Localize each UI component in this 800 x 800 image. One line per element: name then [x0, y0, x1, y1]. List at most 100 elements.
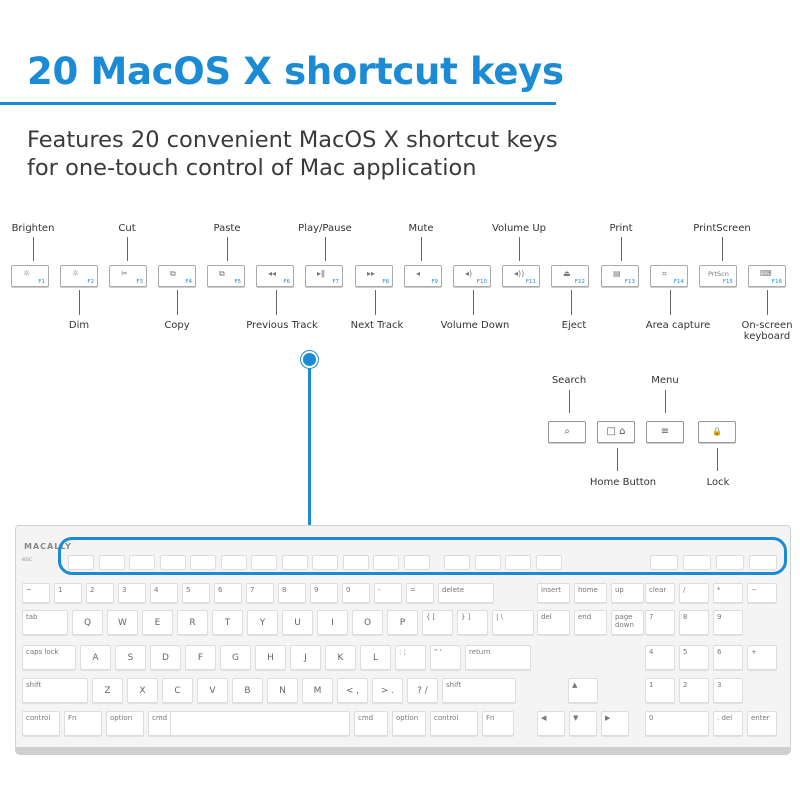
keyboard-key: S	[115, 645, 146, 670]
search-key: ⌕	[548, 421, 586, 443]
title-underline	[0, 102, 556, 105]
eject-icon: ⏏	[563, 269, 571, 278]
label-printscreen: PrintScreen	[693, 223, 751, 234]
keyboard-key: 1	[54, 583, 82, 603]
keyboard-key: W	[107, 610, 138, 635]
keyboard-key: =	[406, 583, 434, 603]
keyboard-key: 6	[713, 645, 743, 670]
brand-logo: MACALLY	[24, 542, 72, 551]
label-keyboard: keyboard	[743, 331, 791, 342]
leader-line	[79, 290, 80, 315]
key-number: F10	[476, 279, 487, 285]
f9-mute-key: ◂F9	[404, 265, 442, 287]
keyboard-key: Q	[72, 610, 103, 635]
keyboard-key: V	[197, 678, 228, 703]
keyboard-key: E	[142, 610, 173, 635]
keyboard-fkey	[474, 555, 501, 570]
keyboard-key: " '	[430, 645, 461, 670]
keyboard-key: +	[747, 645, 777, 670]
keyboard-key: F	[185, 645, 216, 670]
dim-icon: ☼	[72, 269, 80, 278]
keyboard-key: end	[574, 610, 607, 635]
keyboard-key: 3	[713, 678, 743, 703]
keyboard-key: H	[255, 645, 286, 670]
volume-up-icon: ◂))	[514, 269, 525, 278]
label-cut: Cut	[118, 223, 136, 234]
keyboard-key: U	[282, 610, 313, 635]
label-volume-down: Volume Down	[440, 320, 510, 331]
esc-key-label: esc	[22, 556, 33, 563]
leader-line	[177, 290, 178, 315]
keyboard-side-key	[650, 555, 678, 570]
keyboard-key: K	[325, 645, 356, 670]
keyboard-fkey	[342, 555, 369, 570]
f3-cut-key: ✂F3	[109, 265, 147, 287]
lock-icon: 🔒	[712, 427, 722, 436]
keyboard-key: J	[290, 645, 321, 670]
label-search: Search	[551, 375, 587, 386]
keyboard-key: ◀	[537, 711, 565, 736]
keyboard-key: G	[220, 645, 251, 670]
leader-line	[473, 290, 474, 315]
leader-line	[665, 390, 666, 413]
keyboard-key: del	[537, 610, 570, 635]
subtitle-line-2: for one-touch control of Mac application	[27, 155, 477, 181]
paste-icon: ⧉	[219, 269, 225, 278]
label-volume-up: Volume Up	[491, 223, 547, 234]
printscreen-text: PrtScn	[708, 270, 729, 278]
keyboard-key: 5	[679, 645, 709, 670]
rewind-icon: ◂◂	[268, 269, 277, 278]
keyboard-key: ▼	[569, 711, 597, 736]
keyboard-spacebar	[170, 711, 350, 736]
keyboard-key: delete	[438, 583, 494, 603]
leader-line	[621, 237, 622, 261]
keyboard-key: Y	[247, 610, 278, 635]
keyboard-key: M	[302, 678, 333, 703]
keyboard-key: cmd	[354, 711, 388, 736]
keyboard-key: insert	[537, 583, 570, 603]
f1-brighten-key: ☼F1	[11, 265, 49, 287]
keyboard-key: > .	[372, 678, 403, 703]
key-number: F3	[136, 279, 143, 285]
keyboard-key: 8	[679, 610, 709, 635]
keyboard-key: Fn	[64, 711, 102, 736]
keyboard-key: 9	[310, 583, 338, 603]
keyboard-key: /	[679, 583, 709, 603]
keyboard-key: | \	[492, 610, 534, 635]
keyboard-side-key	[716, 555, 744, 570]
keyboard-key: page down	[611, 610, 644, 635]
subtitle: Features 20 convenient MacOS X shortcut …	[27, 126, 627, 182]
keyboard-key: 4	[150, 583, 178, 603]
f14-area-capture-key: ⌗F14	[650, 265, 688, 287]
keyboard-key: T	[212, 610, 243, 635]
keyboard-key: 7	[645, 610, 675, 635]
label-paste: Paste	[213, 223, 241, 234]
label-dim: Dim	[68, 320, 90, 331]
label-brighten: Brighten	[11, 223, 55, 234]
keyboard-key: 5	[182, 583, 210, 603]
f13-print-key: ▤F13	[601, 265, 639, 287]
key-number: F2	[87, 279, 94, 285]
label-next-track: Next Track	[350, 320, 404, 331]
brighten-icon: ☼	[23, 269, 31, 278]
leader-line	[421, 237, 422, 261]
key-number: F8	[382, 279, 389, 285]
leader-line	[325, 237, 326, 261]
keyboard-key: home	[574, 583, 607, 603]
keyboard-fkey	[373, 555, 399, 570]
label-eject: Eject	[561, 320, 587, 331]
label-play-pause: Play/Pause	[298, 223, 352, 234]
keyboard-key: 4	[645, 645, 675, 670]
keyboard-key: O	[352, 610, 383, 635]
key-number: F9	[431, 279, 438, 285]
keyboard-key: -	[374, 583, 402, 603]
label-previous-track: Previous Track	[246, 320, 318, 331]
leader-line	[670, 290, 671, 315]
key-number: F16	[771, 279, 782, 285]
keyboard-key: A	[80, 645, 111, 670]
f2-dim-key: ☼ F2	[60, 265, 98, 287]
keyboard-key: } ]	[457, 610, 488, 635]
keyboard-key: R	[177, 610, 208, 635]
keyboard-fkey	[535, 555, 562, 570]
printer-icon: ▤	[613, 269, 621, 278]
